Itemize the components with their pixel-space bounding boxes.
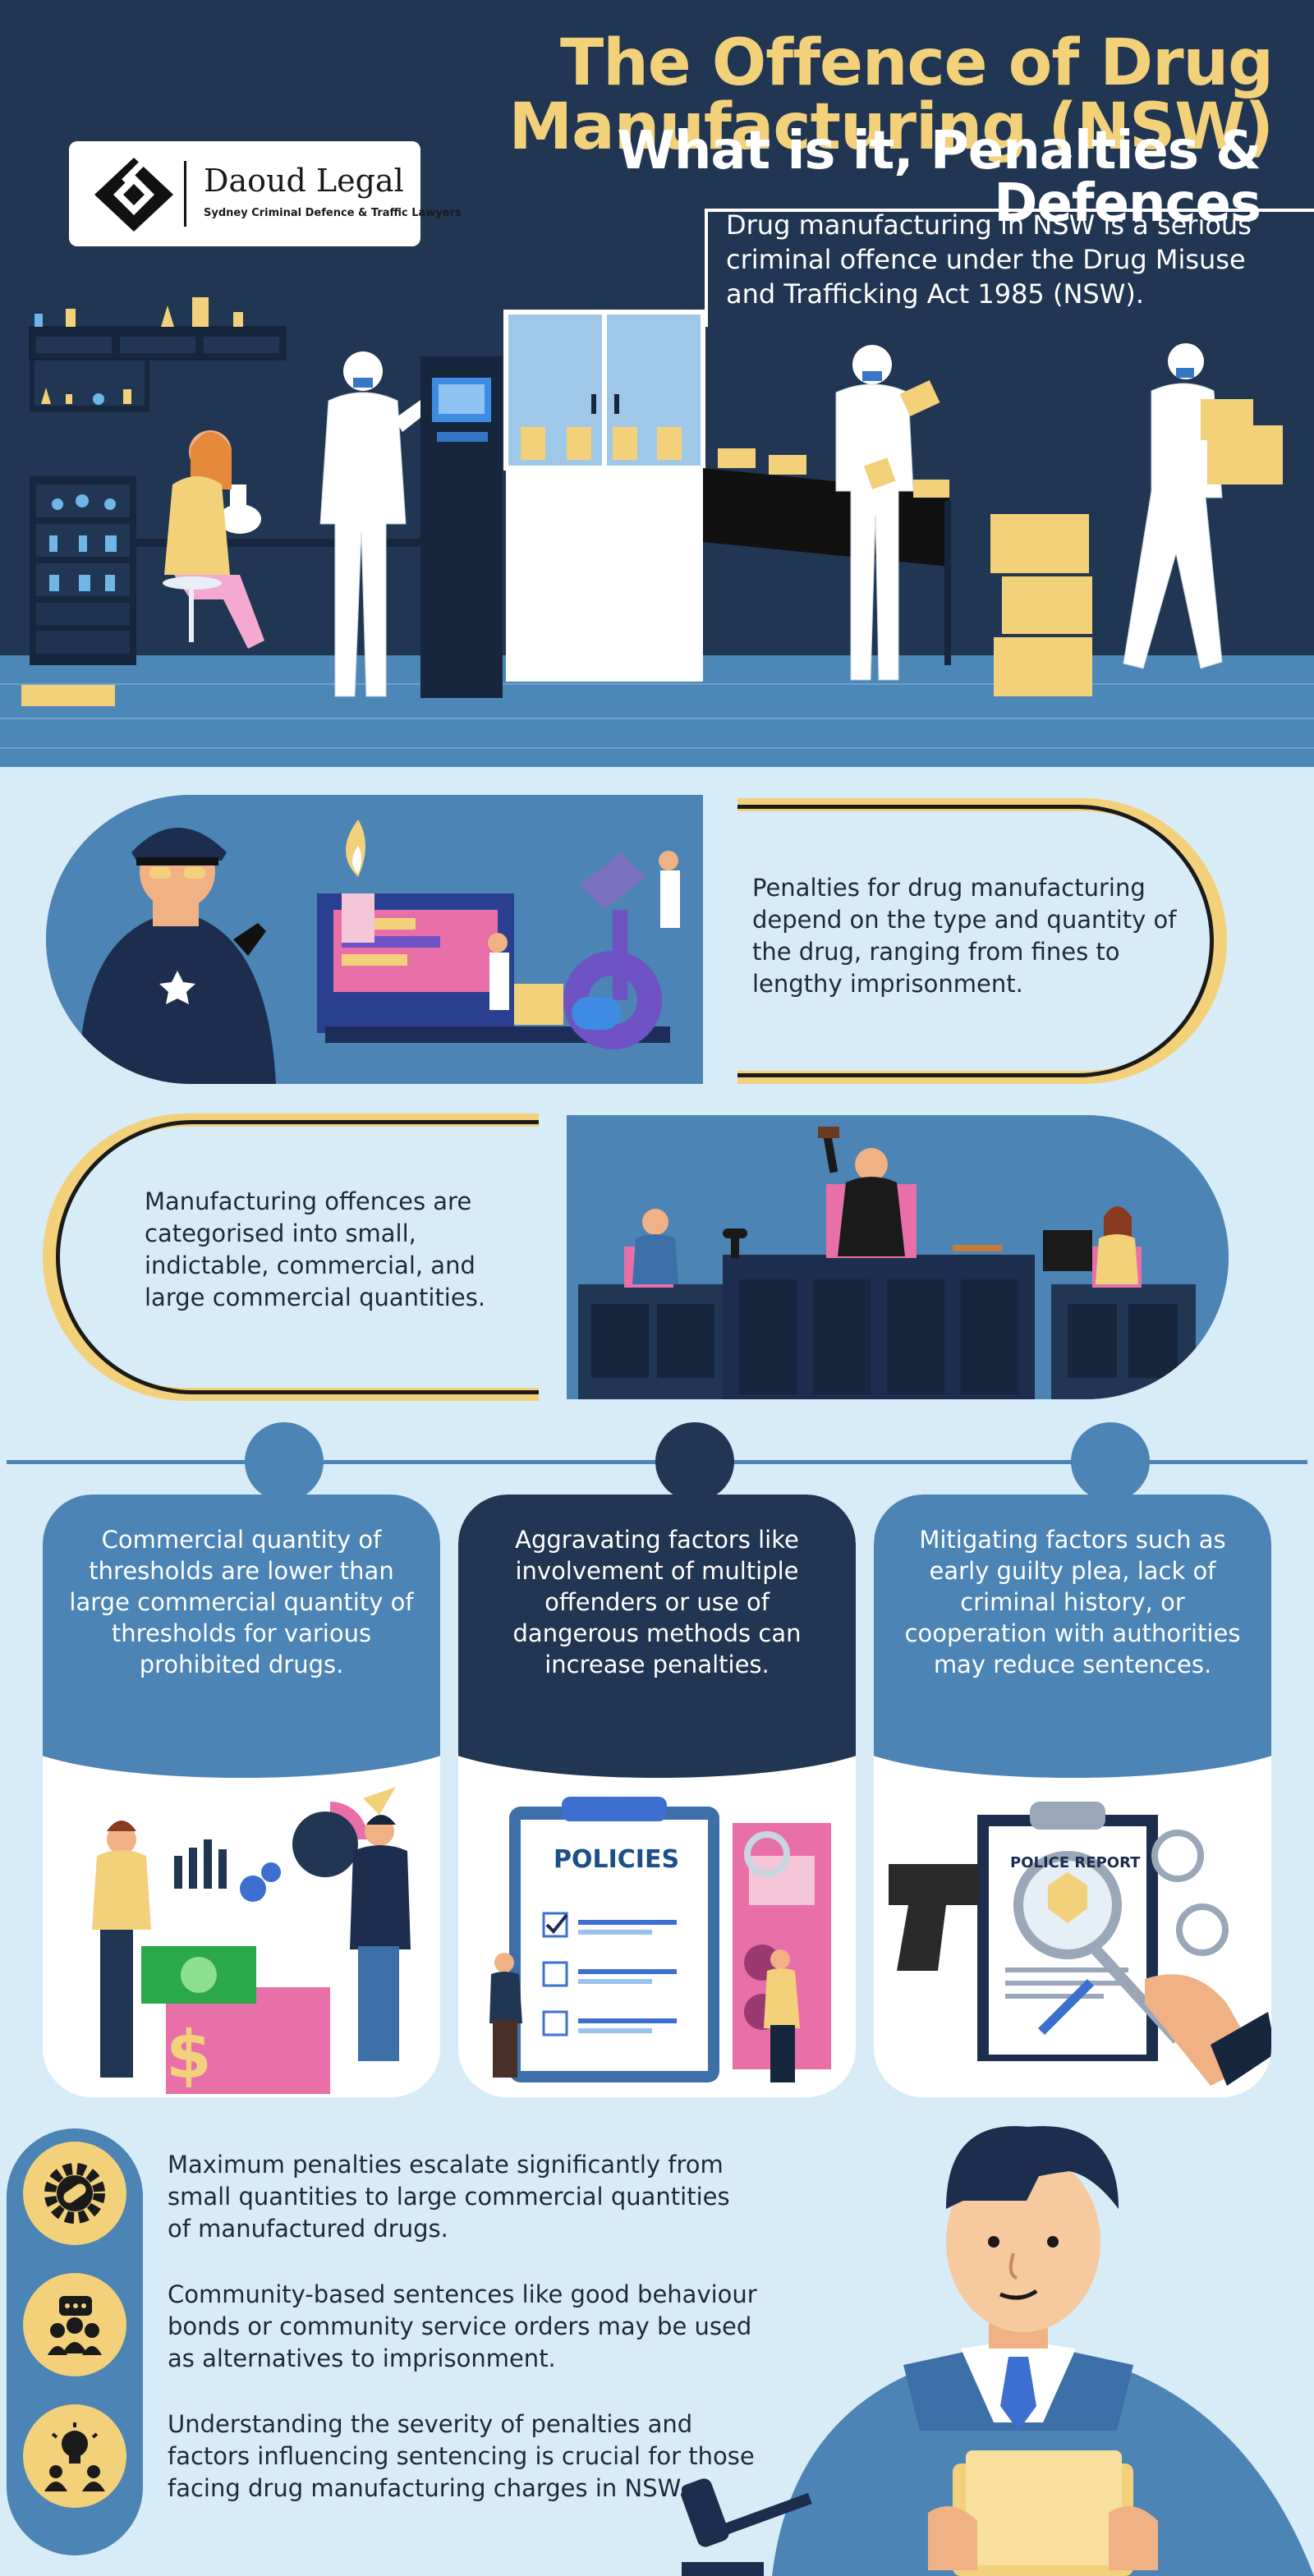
logo-tagline: Sydney Criminal Defence & Traffic Lawyer… — [204, 207, 462, 219]
daoud-legal-logo-icon — [94, 158, 173, 232]
finance-team-illustration: $ $ — [92, 1787, 411, 2097]
card-header-curve — [43, 1687, 440, 1778]
card-aggravating-factors: Aggravating factors like involvement of … — [458, 1495, 856, 2097]
card-commercial-thresholds: Commercial quantity of thresholds are lo… — [43, 1495, 440, 2097]
panel2-frame-inner — [56, 1120, 539, 1394]
panel2-text: Manufacturing offences are categorised i… — [145, 1187, 486, 1311]
police-lab-illustration — [46, 795, 703, 1084]
icon-column — [7, 2128, 143, 2555]
logo-wordmark: Daoud Legal — [204, 163, 404, 199]
panel1-frame-inner — [737, 805, 1214, 1077]
divider-dot-center — [655, 1422, 734, 1501]
police-report-illustration: POLICE REPORT — [889, 1802, 1271, 2086]
courtroom-illustration — [567, 1115, 1229, 1399]
card-text: Commercial quantity of thresholds are lo… — [69, 1526, 414, 1678]
card-text: Mitigating factors such as early guilty … — [904, 1526, 1241, 1678]
card-text: Aggravating factors like involvement of … — [512, 1526, 802, 1678]
policies-label: POLICIES — [554, 1845, 679, 1874]
policies-clipboard-illustration: POLICIES — [489, 1797, 831, 2082]
divider-dot-left — [245, 1422, 324, 1501]
card-mitigating-factors: Mitigating factors such as early guilty … — [874, 1495, 1271, 2097]
penalty-point-1: Maximum penalties escalate significantly… — [168, 2151, 730, 2243]
logo-divider — [184, 161, 186, 227]
lightbulb-idea-icon — [23, 2404, 126, 2508]
intro-frame — [705, 209, 1314, 327]
page-subtitle: What is it, Penalties & Defences — [617, 121, 1261, 234]
lab-factory-illustration — [21, 297, 1283, 706]
gear-pill-icon — [23, 2142, 126, 2245]
lawyer-illustration — [682, 2126, 1314, 2576]
card-header-curve — [458, 1687, 856, 1778]
penalty-point-3: Understanding the severity of penalties … — [168, 2410, 755, 2502]
page-title: The Offence of Drug Manufacturing (NSW) — [508, 26, 1274, 164]
hero-banner: The Offence of Drug Manufacturing (NSW) … — [0, 0, 1314, 767]
community-chat-icon — [23, 2273, 126, 2376]
police-report-label: POLICE REPORT — [1010, 1854, 1141, 1871]
intro-text: Drug manufacturing in NSW is a serious c… — [726, 209, 1252, 310]
divider-dot-right — [1071, 1422, 1150, 1501]
panel1-text: Penalties for drug manufacturing depend … — [752, 874, 1177, 998]
penalty-point-2: Community-based sentences like good beha… — [168, 2280, 757, 2372]
svg-text:$: $ — [166, 2017, 212, 2093]
card-header-curve — [874, 1687, 1271, 1778]
logo-card — [69, 141, 420, 246]
